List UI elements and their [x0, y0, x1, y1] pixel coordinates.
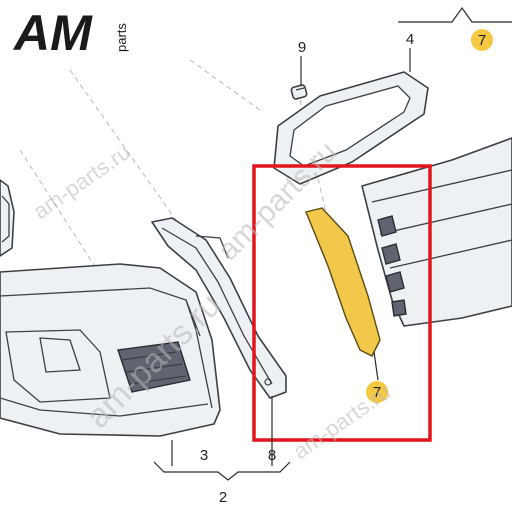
part-taillight-outer: [0, 263, 221, 437]
callout-7-top-badge: 7: [471, 29, 493, 51]
callout-3: 3: [200, 447, 208, 464]
callout-7-lower-badge: 7: [366, 381, 388, 403]
callout-8: 8: [268, 447, 276, 464]
part-inner-light: [361, 137, 512, 327]
watermark-4: am-parts.ru: [289, 379, 395, 464]
callout-4: 4: [406, 31, 414, 48]
watermark-1: am-parts.ru: [29, 139, 135, 224]
am-parts-logo: AM parts: [12, 5, 129, 61]
leader-lines: [153, 6, 512, 481]
part-gasket: [273, 71, 429, 185]
callout-7-top: 7: [478, 32, 486, 49]
part-clip: [290, 84, 308, 100]
callout-9: 9: [298, 39, 306, 56]
part-fragment-left: [0, 179, 15, 257]
callout-7-lower: 7: [373, 384, 381, 401]
logo-letters: AM: [12, 5, 93, 61]
callout-2: 2: [219, 489, 227, 506]
logo-subtext: parts: [114, 23, 129, 52]
highlight-frame: [252, 164, 432, 442]
part-trim-strip-highlighted: [305, 207, 381, 357]
